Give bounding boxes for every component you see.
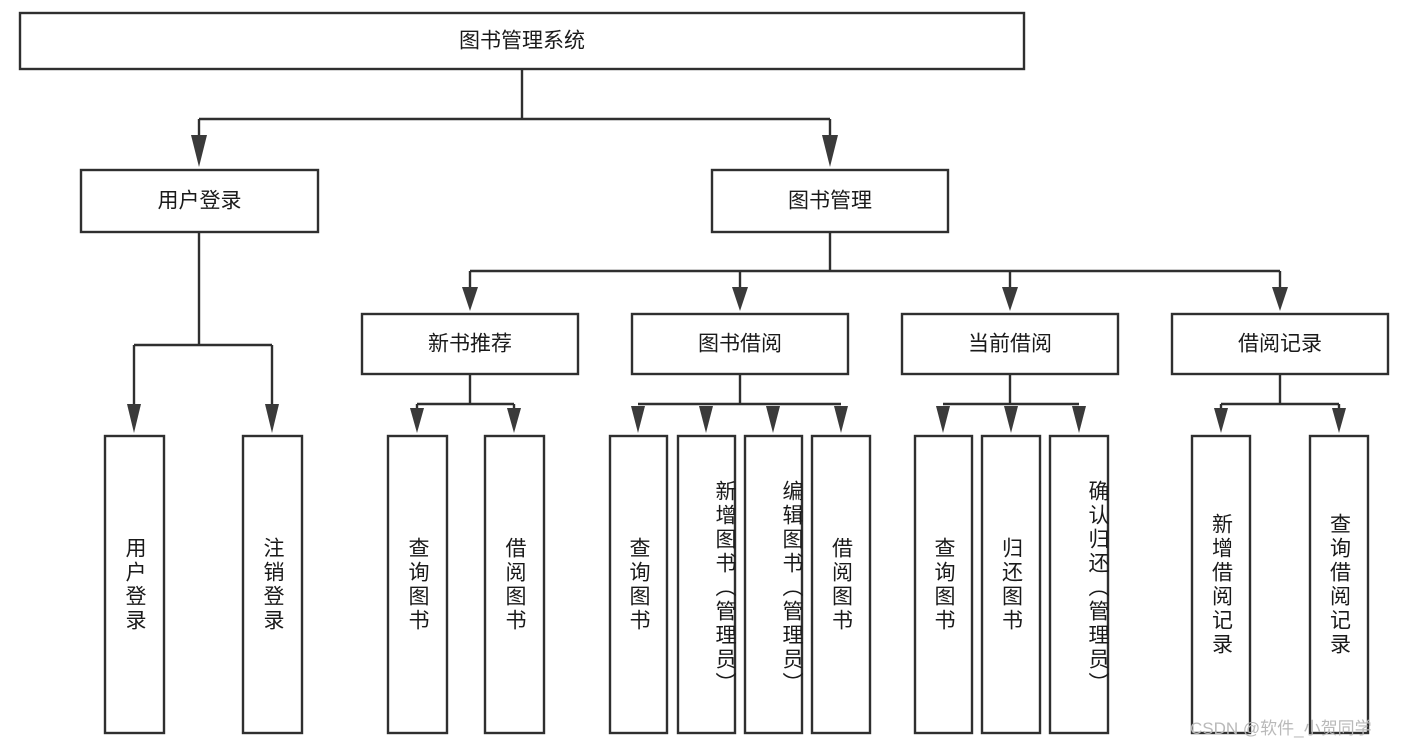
node-borrow-record-label: 借阅记录 bbox=[1238, 333, 1322, 356]
connector-layer bbox=[127, 69, 1346, 433]
arrow-head-borrow-record bbox=[1272, 287, 1288, 311]
node-book-management[interactable]: 图书管理 bbox=[710, 168, 950, 234]
node-leaf-user-login-box[interactable] bbox=[103, 434, 166, 735]
arrow-head-leaf-borrow-book-2 bbox=[834, 406, 848, 433]
arrow-head-leaf-add-book bbox=[699, 406, 713, 433]
node-new-book-recommend-box[interactable] bbox=[360, 312, 580, 376]
node-book-borrow-label: 图书借阅 bbox=[698, 333, 782, 356]
watermark: CSDN @软件_小贺同学 bbox=[1190, 719, 1372, 738]
arrow-head-current-borrow bbox=[1002, 287, 1018, 311]
node-new-book-recommend-label: 新书推荐 bbox=[428, 333, 512, 356]
arrow-head-book-management bbox=[822, 135, 838, 167]
node-user-login[interactable]: 用户登录 bbox=[79, 168, 320, 234]
node-user-login-box[interactable] bbox=[79, 168, 320, 234]
arrow-head-leaf-add-borrow-record bbox=[1214, 408, 1228, 433]
node-leaf-add-book-box[interactable] bbox=[676, 434, 737, 735]
node-leaf-return-book-box[interactable] bbox=[980, 434, 1042, 735]
node-current-borrow-label: 当前借阅 bbox=[968, 333, 1052, 356]
arrow-head-leaf-query-book-3 bbox=[936, 406, 950, 433]
arrow-head-leaf-return-book bbox=[1004, 406, 1018, 433]
node-root[interactable]: 图书管理系统 bbox=[18, 11, 1026, 71]
node-leaf-query-book-1-box[interactable] bbox=[386, 434, 449, 735]
node-user-login-label: 用户登录 bbox=[158, 190, 242, 213]
arrow-head-leaf-confirm-return bbox=[1072, 406, 1086, 433]
node-book-borrow-box[interactable] bbox=[630, 312, 850, 376]
arrow-head-leaf-edit-book bbox=[766, 406, 780, 433]
node-leaf-query-book-2-box[interactable] bbox=[608, 434, 669, 735]
node-leaf-borrow-book-2-box[interactable] bbox=[810, 434, 872, 735]
node-current-borrow[interactable]: 当前借阅 bbox=[900, 312, 1120, 376]
node-leaf-add-borrow-record-box[interactable] bbox=[1190, 434, 1252, 735]
arrow-head-leaf-query-book-2 bbox=[631, 406, 645, 433]
arrow-head-leaf-logout bbox=[265, 404, 279, 433]
arrow-head-book-borrow bbox=[732, 287, 748, 311]
arrow-head-leaf-user-login bbox=[127, 404, 141, 433]
arrow-head-leaf-query-borrow-record bbox=[1332, 408, 1346, 433]
node-leaf-logout-box[interactable] bbox=[241, 434, 304, 735]
node-root-label: 图书管理系统 bbox=[459, 30, 585, 53]
node-book-management-box[interactable] bbox=[710, 168, 950, 234]
node-leaf-query-borrow-record-box[interactable] bbox=[1308, 434, 1370, 735]
node-borrow-record-box[interactable] bbox=[1170, 312, 1390, 376]
node-leaf-edit-book-box[interactable] bbox=[743, 434, 804, 735]
node-root-box[interactable] bbox=[18, 11, 1026, 71]
node-borrow-record[interactable]: 借阅记录 bbox=[1170, 312, 1390, 376]
arrow-head-user-login bbox=[191, 135, 207, 167]
node-current-borrow-box[interactable] bbox=[900, 312, 1120, 376]
arrow-head-leaf-query-book-1 bbox=[410, 408, 424, 433]
arrow-head-leaf-borrow-book-1 bbox=[507, 408, 521, 433]
node-leaf-confirm-return-box[interactable] bbox=[1048, 434, 1110, 735]
node-book-management-label: 图书管理 bbox=[788, 190, 872, 213]
leaf-box-layer bbox=[103, 434, 1370, 735]
node-book-borrow[interactable]: 图书借阅 bbox=[630, 312, 850, 376]
node-new-book-recommend[interactable]: 新书推荐 bbox=[360, 312, 580, 376]
arrow-head-new-book-recommend bbox=[462, 287, 478, 311]
node-leaf-borrow-book-1-box[interactable] bbox=[483, 434, 546, 735]
node-leaf-query-book-3-box[interactable] bbox=[913, 434, 974, 735]
